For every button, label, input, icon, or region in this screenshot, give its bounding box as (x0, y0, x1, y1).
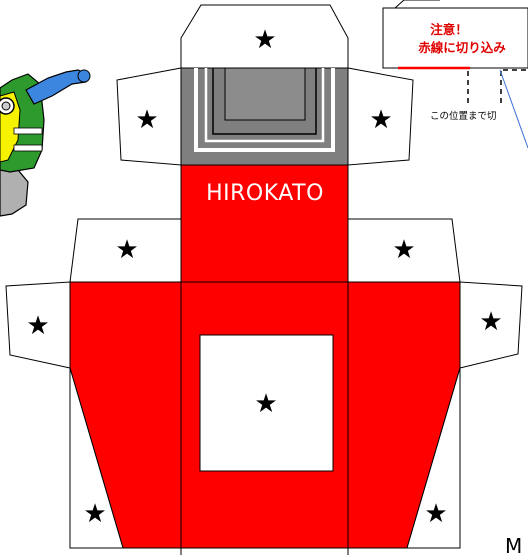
star-icon: ★ (253, 25, 276, 55)
corner-letter: M (505, 534, 522, 555)
warning-title: 注意！ (430, 22, 468, 37)
star-icon: ★ (26, 311, 49, 341)
star-icon: ★ (392, 235, 415, 265)
title-label: HIROKATO (206, 181, 324, 206)
upper-left-tab: ★ (116, 67, 182, 166)
window-panel (180, 67, 349, 166)
star-icon: ★ (424, 499, 447, 529)
middle-right-tab: ★ (347, 218, 461, 283)
far-left-tab: ★ (5, 281, 71, 369)
main-body: ★ ★ ★ (69, 281, 461, 555)
star-icon: ★ (254, 389, 277, 419)
upper-right-tab: ★ (347, 67, 414, 166)
star-icon: ★ (115, 235, 138, 265)
title-panel: HIROKATO (180, 164, 349, 283)
character-illustration (0, 69, 91, 217)
warning-message: 赤線に切り込み (418, 40, 506, 55)
warning-callout: 注意！ 赤線に切り込み この位置まで切 (382, 0, 528, 149)
star-icon: ★ (135, 105, 158, 135)
star-icon: ★ (479, 307, 502, 337)
far-right-tab: ★ (459, 281, 523, 369)
middle-left-tab: ★ (69, 218, 182, 283)
star-icon: ★ (369, 105, 392, 135)
star-icon: ★ (83, 499, 106, 529)
top-tab: ★ (180, 4, 349, 69)
cut-position-note: この位置まで切 (430, 110, 497, 122)
